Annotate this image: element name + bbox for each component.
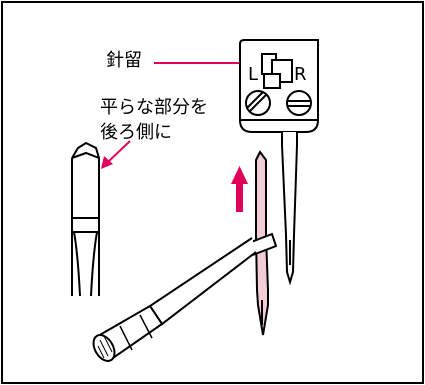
threader-tool <box>92 232 278 362</box>
needle-clamp <box>239 39 319 133</box>
flat-side-arrow <box>101 140 131 169</box>
left-screw-icon <box>245 90 271 116</box>
right-screw-icon <box>286 90 312 116</box>
installed-needle <box>281 132 298 286</box>
flat-side-label-line1: 平らな部分を <box>100 97 208 118</box>
insert-up-arrow <box>231 166 248 212</box>
left-slot-label: L <box>248 64 259 85</box>
flat-side-label-line2: 後ろ側に <box>100 122 172 143</box>
needle-clamp-label: 針留 <box>106 50 142 71</box>
right-slot-label: R <box>294 64 307 85</box>
needle-flat-side-detail <box>71 141 100 297</box>
